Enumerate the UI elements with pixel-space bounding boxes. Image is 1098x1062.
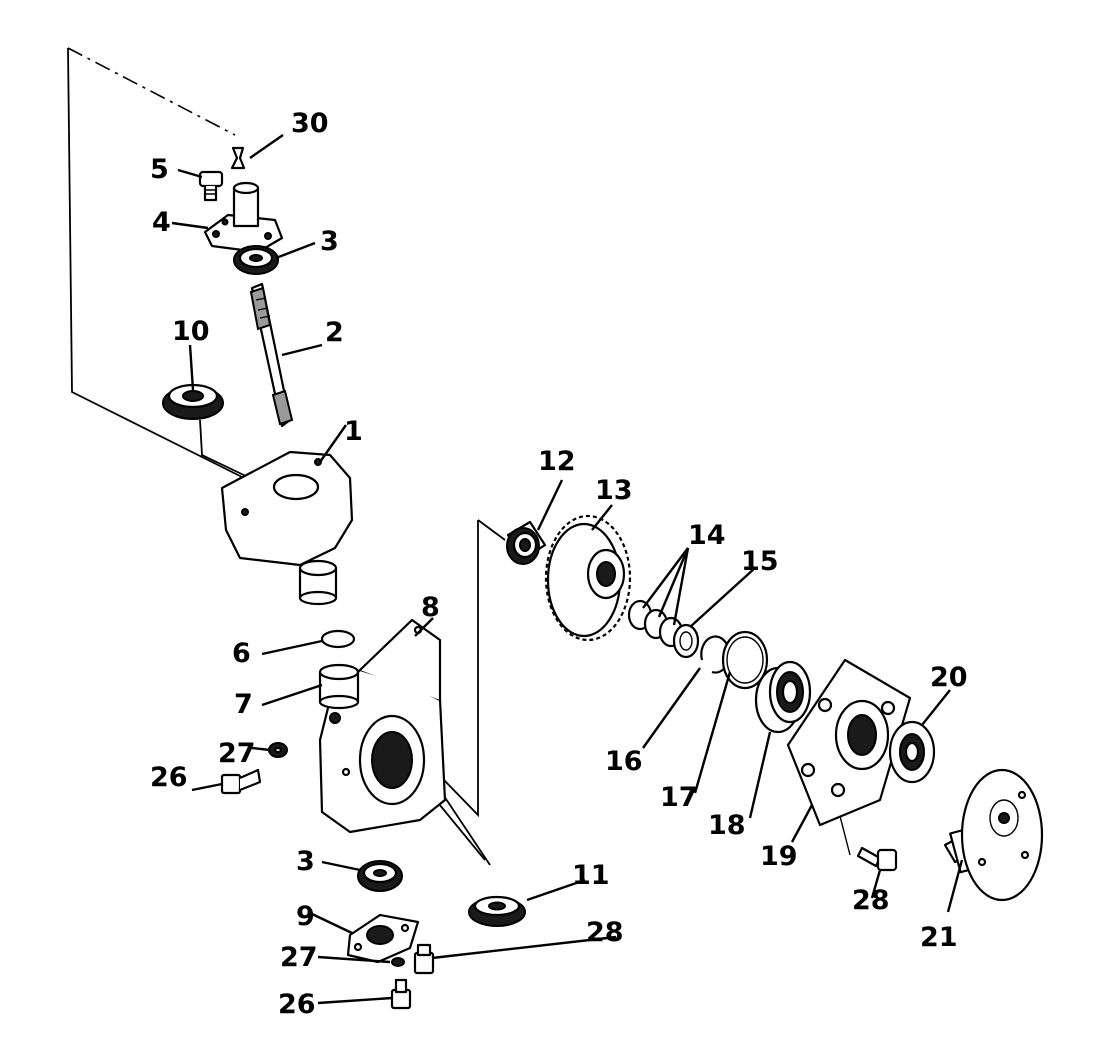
part-18-bearing (754, 660, 812, 734)
callout-28-right: 28 (852, 885, 890, 916)
part-17-retaining-ring (721, 630, 769, 690)
part-21-output-flange (943, 768, 1044, 902)
callout-15: 15 (741, 546, 779, 577)
callout-12: 12 (538, 446, 576, 477)
assembly-lines (67, 47, 851, 866)
callout-labels: 30 5 4 3 2 10 1 12 13 14 15 8 6 7 27 26 … (150, 108, 968, 1020)
part-3-upper-bearing (233, 245, 279, 275)
callout-16: 16 (605, 746, 643, 777)
part-12-bearing (506, 520, 547, 565)
part-4-flange-housing (203, 181, 284, 254)
callout-2: 2 (325, 317, 344, 348)
part-30-grease-fitting (230, 146, 246, 170)
callout-26-upper: 26 (150, 762, 188, 793)
callout-27-upper: 27 (218, 738, 256, 769)
callout-9: 9 (296, 901, 315, 932)
callout-14: 14 (688, 520, 726, 551)
callout-5: 5 (150, 154, 169, 185)
part-15-spacer (672, 623, 700, 659)
callout-3-upper: 3 (320, 226, 339, 257)
callout-18: 18 (708, 810, 746, 841)
callout-4: 4 (152, 207, 171, 238)
callout-13: 13 (595, 475, 633, 506)
part-8-lower-housing (318, 618, 447, 834)
part-1-upper-housing (220, 450, 354, 606)
callout-10: 10 (172, 316, 210, 347)
callout-30: 30 (291, 108, 329, 139)
callout-1: 1 (344, 416, 363, 447)
leader-lines (171, 134, 964, 1005)
callout-3-lower: 3 (296, 846, 315, 877)
part-20-seal (888, 720, 936, 784)
part-10-gear (162, 383, 224, 420)
callout-20: 20 (930, 662, 968, 693)
part-7-bushing (318, 663, 360, 710)
part-6-o-ring (320, 629, 356, 649)
part-27-washer-upper (268, 742, 288, 758)
part-28-bolt-right (856, 846, 898, 872)
part-19-bearing-carrier (786, 658, 912, 827)
callout-27-lower: 27 (280, 942, 318, 973)
callout-19: 19 (760, 841, 798, 872)
part-26-bolt-lower (390, 978, 412, 1010)
callout-7: 7 (234, 689, 253, 720)
callout-28-lower: 28 (586, 917, 624, 948)
callout-11: 11 (572, 860, 610, 891)
callout-8: 8 (421, 592, 440, 623)
part-26-bolt-upper (220, 768, 262, 795)
part-2-shaft (249, 282, 294, 428)
part-13-ring-gear (544, 514, 632, 642)
callout-6: 6 (232, 638, 251, 669)
part-9-cover-plate (346, 913, 420, 964)
part-3-lower-bearing (357, 860, 403, 892)
callout-17: 17 (660, 782, 698, 813)
part-27-washer-lower (391, 957, 405, 967)
callout-26-lower: 26 (278, 989, 316, 1020)
callout-21: 21 (920, 922, 958, 953)
part-11-pinion-gear (468, 895, 526, 927)
part-28-bolt-lower (413, 943, 435, 975)
part-5-bolt (198, 170, 224, 202)
